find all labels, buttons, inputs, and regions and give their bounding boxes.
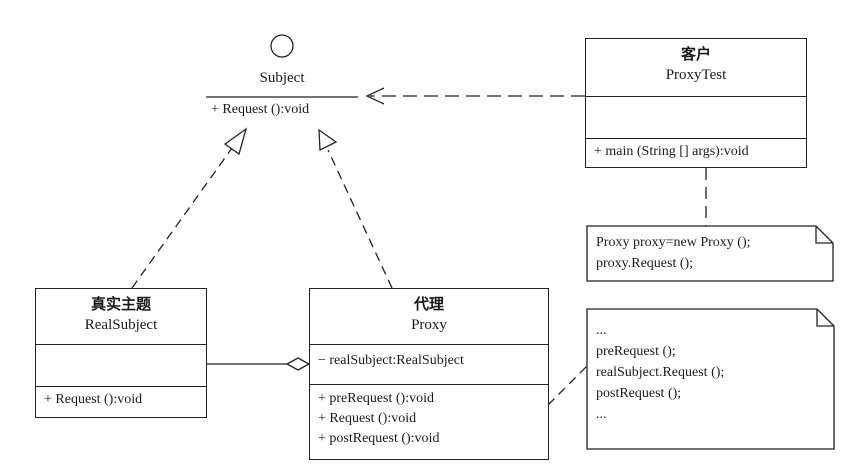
proxy-operations-section: + preRequest ():void + Request ():void +… — [310, 385, 548, 459]
client-main-operation: + main (String [] args):void — [594, 144, 749, 159]
client-class-name-cn: 客户 — [680, 47, 711, 63]
client-note-dog-ear — [815, 226, 833, 244]
client-class-name: ProxyTest — [665, 67, 727, 83]
proxy-note-line: ... — [596, 323, 607, 338]
subject-interface-name: Subject — [259, 70, 305, 86]
client-note-shape — [586, 225, 834, 282]
proxy-note-line: realSubject.Request (); — [596, 365, 725, 380]
realization-line-realsubject — [131, 147, 233, 289]
proxy-operation: + postRequest ():void — [318, 431, 440, 446]
proxy-attributes-section: − realSubject:RealSubject — [310, 345, 548, 385]
realization-line-proxy — [327, 149, 393, 289]
realization-arrowhead-realsubject — [223, 127, 248, 156]
proxy-class-name: Proxy — [411, 317, 447, 333]
proxy-note-line: preRequest (); — [596, 344, 676, 359]
proxy-realsubject-attribute: − realSubject:RealSubject — [318, 353, 464, 368]
proxy-class-name-cn: 代理 — [413, 297, 444, 313]
realsubject-class: 真实主题 RealSubject + Request ():void — [35, 288, 207, 418]
client-note-line: Proxy proxy=new Proxy (); — [596, 235, 751, 250]
realsubject-attributes-section — [36, 345, 206, 387]
proxy-class-header: 代理 Proxy — [310, 289, 548, 345]
proxy-class: 代理 Proxy − realSubject:RealSubject + pre… — [309, 288, 549, 460]
proxy-operation: + preRequest ():void — [318, 391, 434, 406]
realsubject-operations-section: + Request ():void — [36, 387, 206, 417]
realsubject-request-operation: + Request ():void — [44, 392, 143, 407]
client-class-proxytest: 客户 ProxyTest + main (String [] args):voi… — [585, 38, 807, 168]
client-class-header: 客户 ProxyTest — [586, 39, 806, 97]
proxy-operation: + Request ():void — [318, 411, 417, 426]
aggregation-diamond — [285, 357, 311, 371]
proxy-note-shape — [586, 308, 835, 450]
subject-interface-circle — [270, 34, 294, 58]
realization-arrowhead-proxy — [318, 128, 338, 152]
realsubject-class-name: RealSubject — [84, 317, 158, 333]
client-note: Proxy proxy=new Proxy (); proxy.Request … — [596, 232, 826, 274]
subject-request-operation: + Request ():void — [211, 102, 310, 117]
proxy-note-dog-ear — [816, 309, 834, 327]
dependency-arrowhead — [365, 87, 385, 105]
realsubject-class-name-cn: 真实主题 — [90, 297, 151, 313]
proxy-note: ... preRequest (); realSubject.Request (… — [596, 320, 826, 425]
client-attributes-section — [586, 97, 806, 139]
proxy-note-line: ... — [596, 407, 607, 422]
proxy-note-anchor — [547, 365, 588, 406]
proxy-note-line: postRequest (); — [596, 386, 682, 401]
client-operations-section: + main (String [] args):void — [586, 139, 806, 167]
client-note-line: proxy.Request (); — [596, 256, 694, 271]
realsubject-class-header: 真实主题 RealSubject — [36, 289, 206, 345]
